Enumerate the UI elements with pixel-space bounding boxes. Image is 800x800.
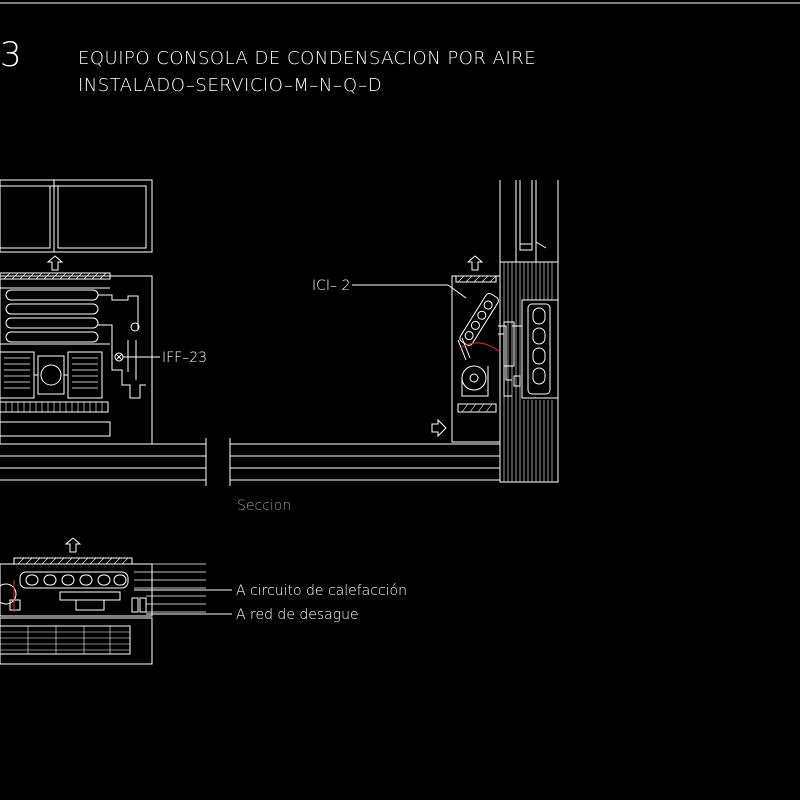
title-line-2: INSTALADO–SERVICIO–M–N–Q–D: [78, 75, 382, 96]
front-elevation: [0, 179, 160, 445]
label-iff: IFF–23: [162, 350, 207, 366]
label-drain: A red de desague: [236, 607, 359, 623]
label-ici: ICI– 2: [312, 278, 350, 294]
title-line-1: EQUIPO CONSOLA DE CONDENSACION POR AIRE: [78, 48, 536, 69]
label-heating-circuit: A circuito de calefacción: [236, 583, 407, 599]
red-pipe-curve: [459, 342, 501, 353]
floor-lines: [0, 438, 500, 486]
side-section: [352, 180, 559, 483]
sheet-number: 3: [0, 35, 22, 75]
plan-view: [0, 537, 232, 665]
label-section: Seccion: [237, 498, 291, 514]
